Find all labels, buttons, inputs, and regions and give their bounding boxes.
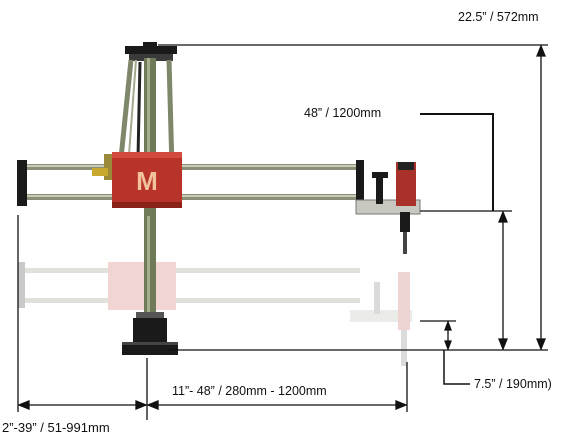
ghost-arm-lower-position — [18, 262, 412, 366]
stroke-leader — [443, 350, 470, 385]
right-rail-block — [356, 160, 364, 202]
column-front-segment — [144, 208, 156, 216]
reach-arrow-top — [498, 210, 508, 223]
ghost-handle — [374, 282, 380, 314]
dimension-lines — [17, 44, 548, 420]
tapping-tool-body — [396, 162, 416, 206]
tapping-tool-cap — [398, 162, 414, 170]
height-arrow-top — [536, 44, 546, 57]
arm-reach-arrow-left — [146, 400, 159, 410]
base-offset-arrow-left — [17, 400, 30, 410]
ghost-left-end-cap — [18, 262, 25, 308]
red-carriage — [112, 152, 182, 208]
ghost-lower-rail — [25, 298, 360, 303]
max-reach-label: 48” / 1200mm — [304, 106, 382, 120]
reach-arrow-bottom — [498, 338, 508, 351]
base-flange-edge — [122, 342, 178, 345]
ghost-carriage — [108, 262, 176, 310]
link-bar-left-highlight — [127, 59, 137, 169]
base-offset-arrow-right — [135, 400, 148, 410]
top-cap-plate — [125, 46, 177, 54]
column-collar — [136, 312, 164, 320]
arm-reach-label: 11”- 48” / 280mm - 1200mm — [172, 384, 327, 398]
carriage-knob — [92, 168, 108, 176]
overall-height-label: 22.5” / 572mm — [458, 10, 539, 24]
link-bar-right — [166, 59, 175, 169]
height-arrow-bottom — [536, 338, 546, 351]
left-end-cap — [17, 160, 27, 206]
red-carriage-top — [112, 152, 182, 158]
lower-rail-highlight — [27, 195, 362, 197]
ghost-tool-bracket — [350, 310, 412, 322]
red-carriage-bottom — [112, 202, 182, 208]
carriage-logo: M — [136, 166, 158, 196]
tapping-tool-spindle — [403, 232, 407, 254]
ghost-tool-body — [398, 272, 410, 330]
base-offset-label: 2”-39” / 51-991mm — [2, 420, 110, 435]
upper-rail-highlight — [27, 165, 362, 167]
ghost-tool-spindle — [401, 330, 407, 366]
ghost-upper-rail — [25, 268, 360, 273]
base-post — [133, 318, 167, 344]
tool-handle-grip — [372, 172, 388, 178]
tool-handle — [376, 174, 383, 204]
reach-leader — [420, 113, 494, 211]
top-ring — [129, 54, 173, 61]
base-flange — [122, 342, 178, 355]
stroke-arrow-top — [444, 320, 452, 331]
horizontal-arm: M — [17, 152, 421, 254]
link-bar-left — [117, 59, 134, 169]
top-nut — [143, 42, 157, 48]
vertical-stroke-label: 7.5” / 190mm) — [474, 377, 552, 391]
stroke-arrow-bottom — [444, 340, 452, 351]
gas-spring — [136, 61, 142, 159]
arm-reach-arrow-right — [395, 400, 408, 410]
tapping-tool-chuck — [400, 212, 410, 232]
